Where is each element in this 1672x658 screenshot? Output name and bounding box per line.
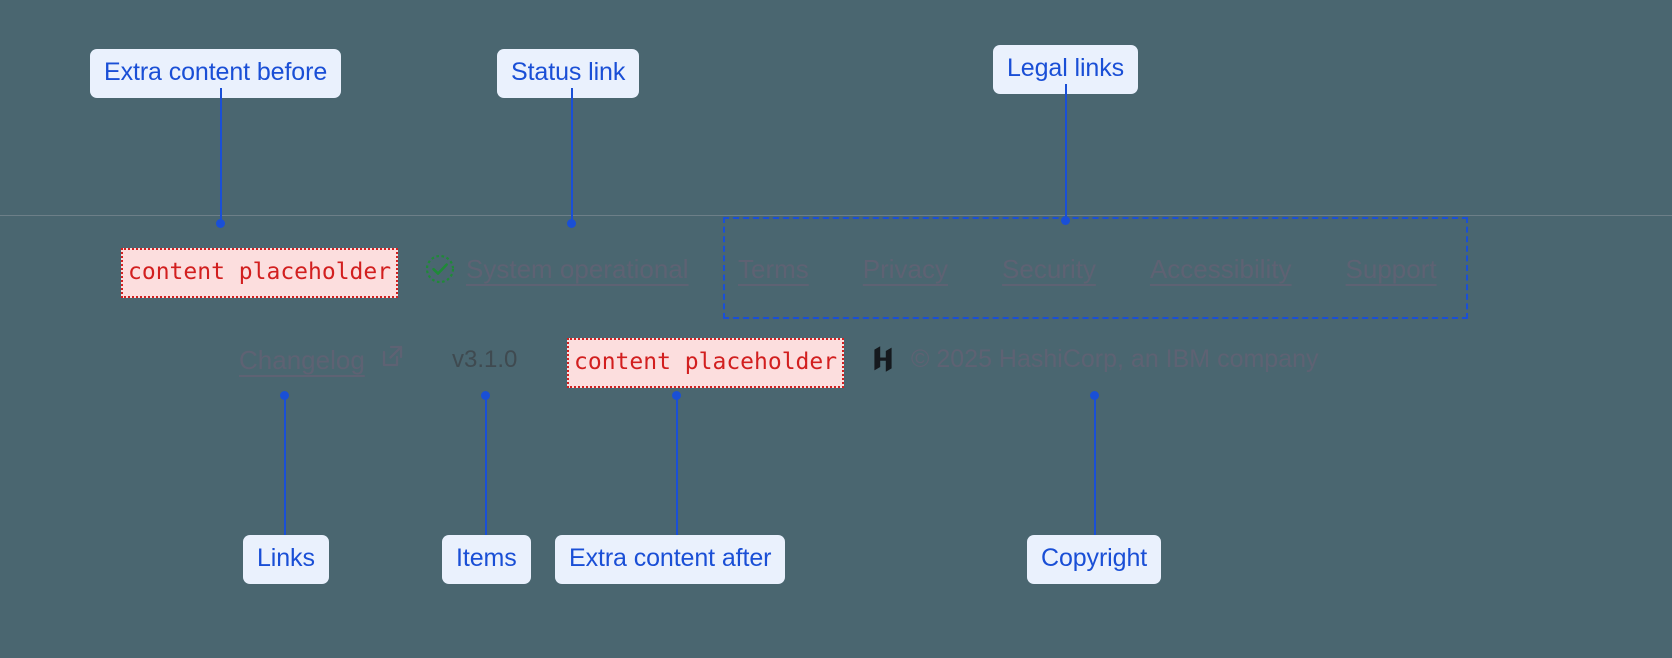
legal-links-bounding-box: [723, 217, 1468, 319]
legal-link-security[interactable]: Security: [1002, 254, 1096, 284]
callout-status-link: Status link: [497, 49, 640, 98]
connector-extra-content-before: [220, 88, 222, 224]
footer-top-divider: [0, 215, 1672, 216]
extra-content-before-placeholder: content placeholder: [121, 248, 399, 298]
extra-content-after-placeholder: content placeholder: [567, 338, 845, 388]
callout-extra-content-before: Extra content before: [90, 49, 342, 98]
connector-dot-status-link: [567, 219, 576, 228]
copyright-text: © 2025 HashiCorp, an IBM company: [911, 345, 1319, 373]
connector-copyright: [1094, 396, 1096, 536]
callout-copyright: Copyright: [1027, 535, 1162, 584]
version-item: v3.1.0: [452, 346, 518, 373]
check-circle-icon: [425, 254, 455, 284]
callout-links: Links: [243, 535, 329, 584]
external-link-icon[interactable]: [379, 343, 405, 369]
connector-dot-extra-content-before: [216, 219, 225, 228]
callout-extra-content-after: Extra content after: [555, 535, 786, 584]
legal-link-terms[interactable]: Terms: [738, 254, 809, 284]
connector-extra-content-after: [676, 396, 678, 536]
status-link[interactable]: System operational: [466, 254, 689, 284]
legal-link-accessibility[interactable]: Accessibility: [1149, 254, 1292, 284]
legal-link-privacy[interactable]: Privacy: [862, 254, 949, 284]
callout-items: Items: [442, 535, 531, 584]
connector-items: [485, 396, 487, 536]
hashicorp-logo: [869, 344, 897, 374]
changelog-link[interactable]: Changelog: [239, 345, 365, 375]
connector-dot-copyright: [1090, 391, 1099, 400]
connector-dot-items: [481, 391, 490, 400]
connector-dot-extra-content-after: [672, 391, 681, 400]
connector-dot-legal-links: [1061, 216, 1070, 225]
connector-status-link: [571, 88, 573, 224]
legal-link-support[interactable]: Support: [1345, 254, 1437, 284]
connector-dot-links: [280, 391, 289, 400]
connector-links: [284, 396, 286, 536]
connector-legal-links: [1065, 84, 1067, 221]
legal-links-nav: Terms Privacy Security Accessibility Sup…: [738, 256, 1437, 282]
